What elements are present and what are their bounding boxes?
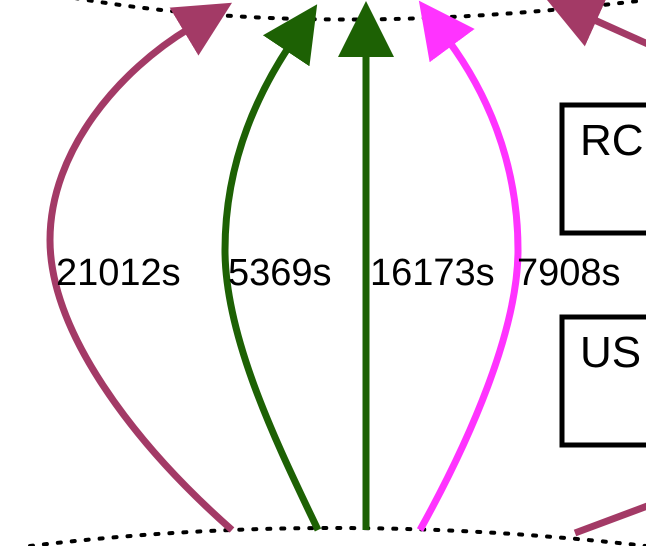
edge-label-7908s: 7908s [517, 252, 621, 294]
node-box-us[interactable] [559, 314, 646, 448]
edge-21012s-arrow[interactable] [46, 2, 235, 533]
bottom-cluster-border [28, 526, 646, 546]
edge-5369s-arrow[interactable] [221, 4, 322, 532]
node-box-rc[interactable] [559, 102, 646, 236]
top-cluster-border [74, 0, 646, 22]
edge-bottom-right-line[interactable] [573, 502, 646, 537]
edge-7908s-arrow[interactable] [416, 0, 522, 532]
edge-label-5369s: 5369s [228, 252, 332, 294]
edge-label-21012s: 21012s [56, 252, 181, 294]
node-label-us: US [580, 328, 641, 377]
node-label-rc: RC [580, 116, 644, 165]
edge-label-16173s: 16173s [370, 252, 495, 294]
edge-top-right-arrow[interactable] [545, 0, 646, 48]
